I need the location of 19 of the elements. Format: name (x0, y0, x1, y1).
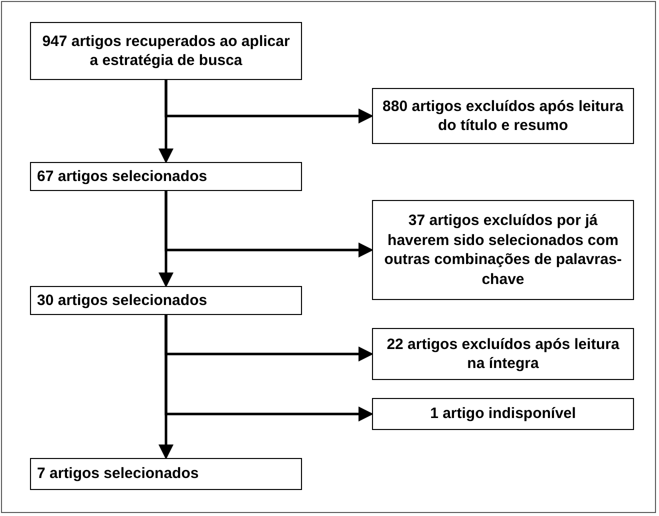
process-box (30, 458, 302, 490)
process-box (372, 398, 634, 430)
process-box (372, 200, 634, 300)
process-box (30, 162, 302, 191)
box-text: 37 artigos excluídos por já haverem sido selecionados com outras combinações de palavras-chave (383, 211, 623, 289)
box-text: 7 artigos selecionados (37, 464, 199, 484)
box-text: 880 artigos excluídos após leitura do título e resumo (382, 96, 624, 136)
process-box (372, 328, 634, 380)
box-text: 947 artigos recuperados ao aplicar a estratégia de busca (41, 32, 291, 70)
box-text: 67 artigos selecionados (37, 166, 208, 186)
process-box (30, 22, 302, 80)
arrow (164, 315, 374, 422)
box-text: 22 artigos excluídos após leitura na íntegra (386, 334, 620, 374)
box-text: 1 artigo indisponível (430, 404, 576, 424)
box-text: 30 artigos selecionados (37, 290, 208, 310)
process-box (372, 88, 634, 144)
arrow (164, 191, 374, 258)
arrow (164, 80, 374, 124)
process-box (30, 286, 302, 315)
